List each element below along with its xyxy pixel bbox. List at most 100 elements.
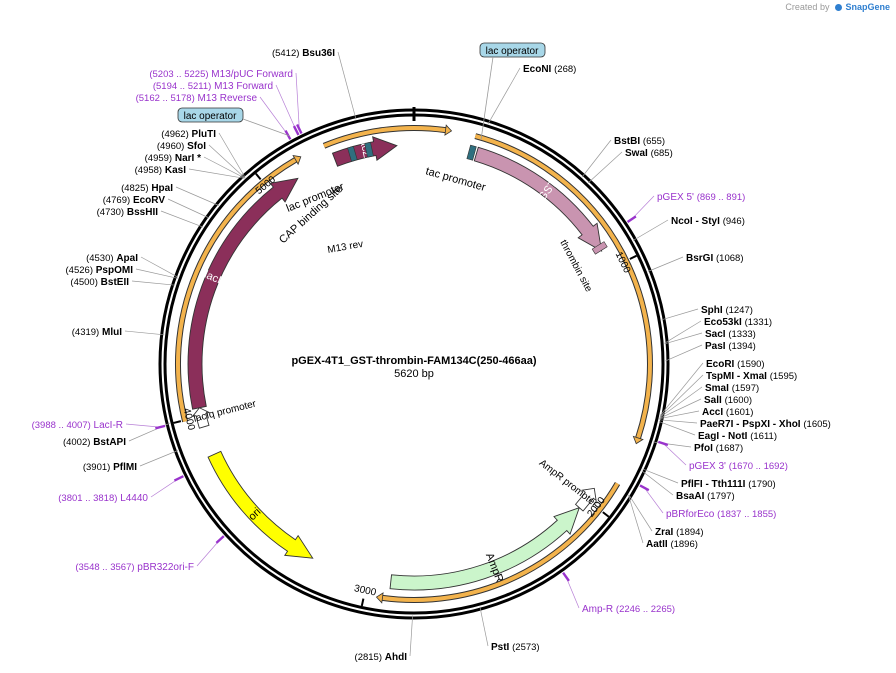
enzyme-pluti[interactable]: (4962) PluTI [161,129,216,140]
enzyme-aatii[interactable]: AatII (1896) [646,539,698,550]
primer-pgex-5[interactable]: pGEX 5' (869 .. 891) [657,192,745,203]
feature-ori[interactable] [207,450,314,559]
enzyme-apai[interactable]: (4530) ApaI [86,253,138,264]
leader-line [125,423,161,428]
leader-line [196,539,221,567]
leader-line [175,186,219,206]
feature-ampr[interactable] [389,506,581,591]
enzyme-psti[interactable]: PstI (2573) [491,642,540,653]
enzyme-kasi[interactable]: (4958) KasI [135,165,187,176]
enzyme-bsrgi[interactable]: BsrGI (1068) [686,253,743,264]
orf-arc [176,158,297,422]
primer-m13-forward[interactable]: (5194 .. 5211) M13 Forward [153,81,273,92]
enzyme-range-pflfi: (1790) [748,479,775,490]
primer-mark [657,440,669,447]
enzyme-name-acci: AccI [702,407,723,418]
enzyme-range-bstapi: (4002) [63,437,90,448]
enzyme-name-bsteii: BstEII [101,277,130,288]
enzyme-pspomi[interactable]: (4526) PspOMI [66,265,134,276]
leader-line [208,144,246,179]
leader-line [659,374,704,418]
enzyme-pfoi[interactable]: PfoI (1687) [694,443,743,454]
primer-pbrforeco[interactable]: pBRforEco (1837 .. 1855) [666,509,776,520]
small-feature-lac-operator-right[interactable] [466,144,477,161]
enzyme-bstapi[interactable]: (4002) BstAPI [63,437,126,448]
feature-laci[interactable] [187,177,299,410]
enzyme-econi[interactable]: EcoNI (268) [523,64,576,75]
feature-laciq-promoter[interactable] [191,407,211,429]
enzyme-bsshii[interactable]: (4730) BssHII [97,207,159,218]
enzyme-ahdi[interactable]: (2815) AhdI [355,652,408,663]
enzyme-hpai[interactable]: (4825) HpaI [121,183,173,194]
enzyme-range-ecorv: (4769) [103,195,130,206]
enzyme-zrai[interactable]: ZraI (1894) [655,527,704,538]
primer-mark [639,484,650,492]
primer-m13-puc-forward[interactable]: (5203 .. 5225) M13/pUC Forward [149,69,293,80]
enzyme-swai[interactable]: SwaI (685) [625,148,673,159]
small-feature-cap-binding-site[interactable] [347,145,358,162]
enzyme-ncoi[interactable]: NcoI - StyI (946) [671,216,745,227]
leader-line [644,487,664,514]
small-feature-lac-operator-left[interactable] [364,141,374,158]
primer-mark [296,123,303,135]
primer-name-m13-forward: M13 Forward [214,81,273,92]
enzyme-ecorv[interactable]: (4769) EcoRV [103,195,166,206]
feature-gst[interactable] [473,146,603,252]
primer-pgex-3[interactable]: pGEX 3' (1670 .. 1692) [689,461,788,472]
primer-pbr322ori-f[interactable]: (3548 .. 3567) pBR322ori-F [75,562,194,573]
enzyme-range-kasi: (4958) [135,165,162,176]
leader-line [661,308,699,321]
enzyme-saci[interactable]: SacI (1333) [705,329,756,340]
enzyme-ecori[interactable]: EcoRI (1590) [706,359,765,370]
enzyme-name-eagi: EagI - NotI [698,431,748,442]
enzyme-bsu36i[interactable]: (5412) Bsu36I [272,48,335,59]
small-feature-thrombin-site[interactable] [591,241,608,255]
enzyme-eagi[interactable]: EagI - NotI (1611) [698,431,777,442]
enzyme-tspmi[interactable]: TspMI - XmaI (1595) [706,371,797,382]
enzyme-pflfi[interactable]: PflFI - Tth111I (1790) [681,479,776,490]
enzyme-sphi[interactable]: SphI (1247) [701,305,753,316]
enzyme-range-saci: (1333) [728,329,755,340]
primer-name-pbr322ori-f: pBR322ori-F [137,562,194,573]
tick-mark [360,598,365,607]
primer-amp-r[interactable]: Amp-R (2246 .. 2265) [582,604,675,615]
enzyme-pasi[interactable]: PasI (1394) [705,341,756,352]
enzyme-bsaai[interactable]: BsaAI (1797) [676,491,735,502]
enzyme-acci[interactable]: AccI (1601) [702,407,753,418]
enzyme-sfoi[interactable]: (4960) SfoI [157,141,206,152]
enzyme-nari[interactable]: (4959) NarI * [145,153,201,164]
enzyme-range-tspmi: (1595) [770,371,797,382]
label-layer: (5412) Bsu36I EcoNI (268) BstBI (655)SwaI … [32,48,831,663]
enzyme-bsteii[interactable]: (4500) BstEII [70,277,129,288]
leader-line [135,268,178,279]
credit: Created by SnapGene [785,2,890,12]
enzyme-range-paer7i: (1605) [803,419,830,430]
enzyme-name-pasi: PasI [705,341,726,352]
primer-name-m13-reverse: M13 Reverse [198,93,258,104]
enzyme-eco53ki[interactable]: Eco53kI (1331) [704,317,772,328]
enzyme-mlui[interactable]: (4319) MluI [72,327,122,338]
enzyme-smai[interactable]: SmaI (1597) [705,383,759,394]
enzyme-name-sphi: SphI [701,305,723,316]
primer-laci-r[interactable]: (3988 .. 4007) LacI-R [32,420,123,431]
primer-range-laci-r: (3988 .. 4007) [32,420,91,431]
enzyme-range-eco53ki: (1331) [745,317,772,328]
enzyme-name-sali: SalI [704,395,722,406]
primer-range-amp-r: (2246 .. 2265) [616,604,675,615]
primer-l4440[interactable]: (3801 .. 3818) L4440 [58,493,148,504]
leader-line [275,84,297,131]
lac-operator-left-leader [242,118,291,137]
enzyme-pflmi[interactable]: (3901) PflMI [83,462,137,473]
feature-ampr-promoter[interactable] [574,487,597,512]
enzyme-paer7i[interactable]: PaeR7I - PspXI - XhoI (1605) [700,419,831,430]
enzyme-range-pfoi: (1687) [716,443,743,454]
enzyme-sali[interactable]: SalI (1600) [704,395,752,406]
enzyme-name-econi: EcoNI [523,64,552,75]
enzyme-name-smai: SmaI [705,383,729,394]
leader-line [487,67,521,124]
enzyme-bstbi[interactable]: BstBI (655) [614,136,665,147]
tac-promoter-label: tac promoter [424,165,487,194]
primer-m13-reverse[interactable]: (5162 .. 5178) M13 Reverse [136,93,258,104]
primer-mark [626,215,637,223]
